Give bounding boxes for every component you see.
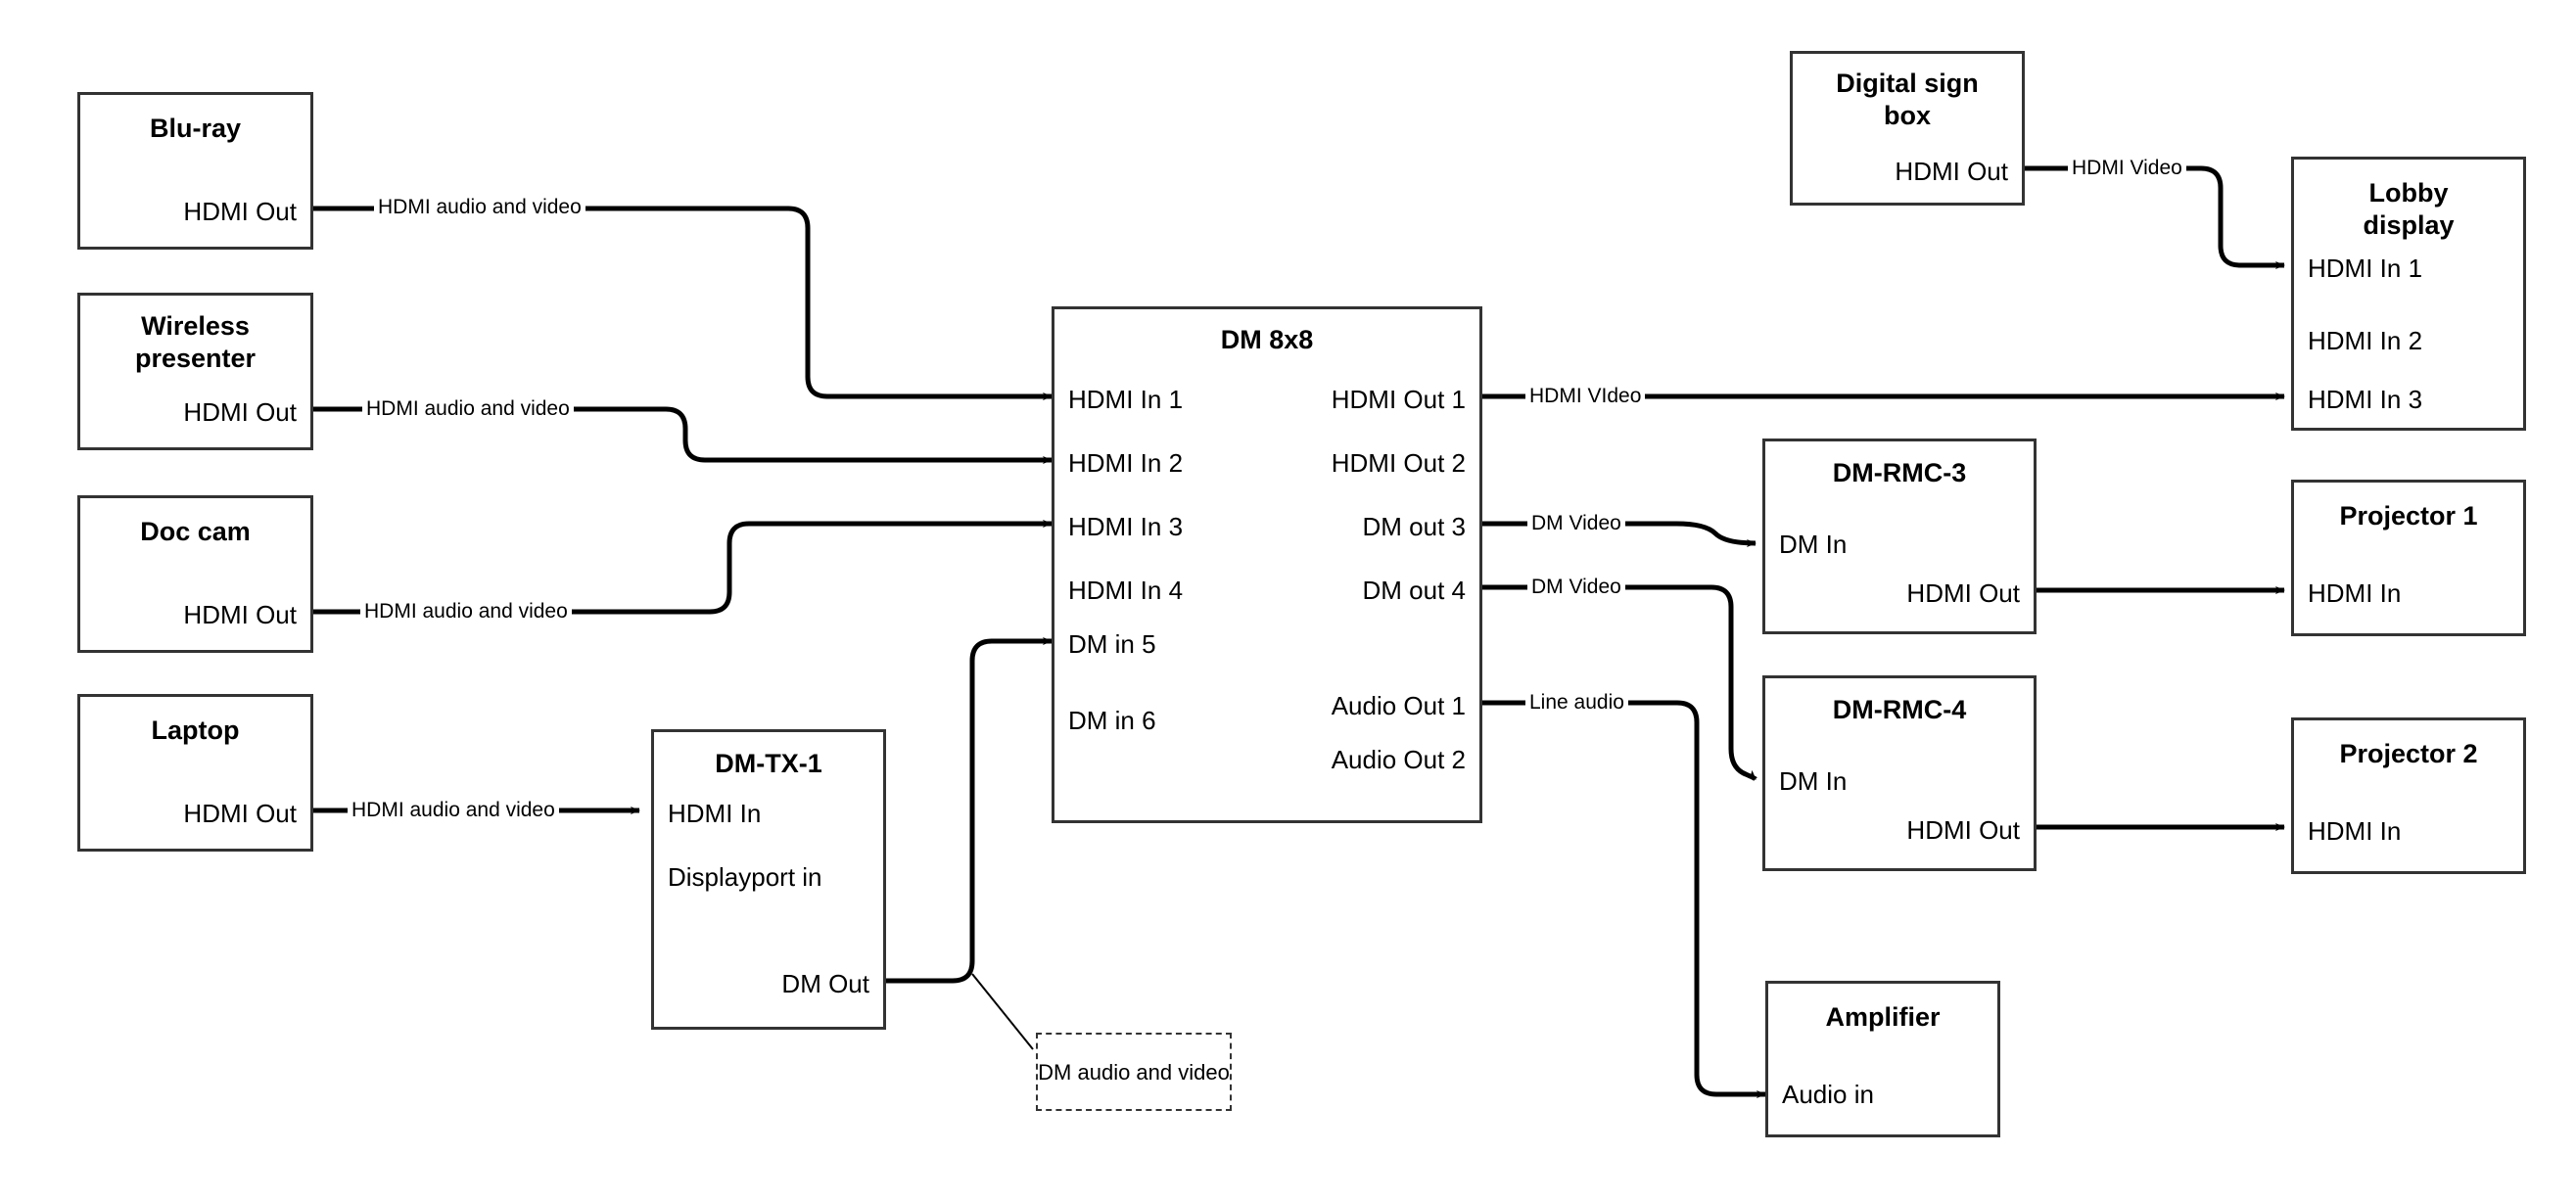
wire-label-hdmiout1-to-lobby: HDMI VIdeo xyxy=(1525,385,1646,408)
node-dm-8x8-output-dm-out-4: DM out 4 xyxy=(1362,576,1467,605)
node-dm-tx-1-port-hdmi-in: HDMI In xyxy=(668,799,762,828)
node-dm-rmc-3-port-hdmi-out: HDMI Out xyxy=(1906,578,2020,608)
wire-label-dmout4-to-rmc4: DM Video xyxy=(1527,576,1625,599)
wire-doccam-to-dm-in3 xyxy=(313,520,1053,615)
wire-label-bluray-to-dm-in1: HDMI audio and video xyxy=(374,196,585,219)
node-dm-tx-1-port-displayport-in: Displayport in xyxy=(668,862,822,892)
node-amplifier[interactable]: Amplifier Audio in xyxy=(1765,981,2000,1137)
node-dm-rmc-4[interactable]: DM-RMC-4 DM In HDMI Out xyxy=(1762,675,2037,871)
node-dm-rmc-3[interactable]: DM-RMC-3 DM In HDMI Out xyxy=(1762,439,2037,634)
node-dm-tx-1-port-dm-out: DM Out xyxy=(781,969,869,998)
node-dm-8x8-output-hdmi-out-1: HDMI Out 1 xyxy=(1331,385,1466,414)
node-bluray[interactable]: Blu-ray HDMI Out xyxy=(77,92,313,250)
wire-label-sign-to-lobby: HDMI Video xyxy=(2068,157,2186,180)
node-dm-rmc-4-port-hdmi-out: HDMI Out xyxy=(1906,815,2020,845)
node-dm-rmc-3-port-dm-in: DM In xyxy=(1779,530,1848,559)
node-lobby-display[interactable]: Lobby display HDMI In 1 HDMI In 2 HDMI I… xyxy=(2291,157,2526,431)
node-wireless-presenter[interactable]: Wireless presenter HDMI Out xyxy=(77,293,313,450)
node-dm-rmc-3-title: DM-RMC-3 xyxy=(1832,458,1967,487)
node-dm-8x8-input-dm-in-6: DM in 6 xyxy=(1068,706,1156,735)
node-bluray-port-hdmi-out: HDMI Out xyxy=(183,197,297,226)
node-lobby-display-title-line1: Lobby xyxy=(2368,178,2449,208)
node-lobby-display-title-line2: display xyxy=(2363,210,2455,240)
node-laptop-port-hdmi-out: HDMI Out xyxy=(183,799,297,828)
node-dm-8x8-title: DM 8x8 xyxy=(1220,325,1314,354)
node-wireless-presenter-title-line1: Wireless xyxy=(141,311,250,341)
node-dm-tx-1-title: DM-TX-1 xyxy=(715,749,822,778)
wire-sign-to-lobby-in1 xyxy=(2025,165,2285,269)
node-digital-sign-box-port-hdmi-out: HDMI Out xyxy=(1895,157,2008,186)
node-dm-8x8-input-hdmi-in-2: HDMI In 2 xyxy=(1068,448,1184,478)
node-projector-2-port-hdmi-in: HDMI In xyxy=(2308,816,2402,846)
node-dm-8x8-input-hdmi-in-1: HDMI In 1 xyxy=(1068,385,1184,414)
node-lobby-display-input-hdmi-in-1: HDMI In 1 xyxy=(2308,254,2423,283)
node-digital-sign-box-title-line2: box xyxy=(1883,101,1931,130)
wire-dmout4-to-rmc4 xyxy=(1481,584,1757,781)
node-projector-2-title: Projector 2 xyxy=(2339,739,2478,768)
node-projector-2[interactable]: Projector 2 HDMI In xyxy=(2291,717,2526,874)
node-doc-cam[interactable]: Doc cam HDMI Out xyxy=(77,495,313,653)
wire-label-audioout1-to-amplifier: Line audio xyxy=(1525,691,1628,715)
node-amplifier-title: Amplifier xyxy=(1825,1002,1941,1032)
node-dm-8x8-input-dm-in-5: DM in 5 xyxy=(1068,629,1156,659)
node-projector-1[interactable]: Projector 1 HDMI In xyxy=(2291,480,2526,636)
node-dm-rmc-4-port-dm-in: DM In xyxy=(1779,766,1848,796)
node-lobby-display-input-hdmi-in-2: HDMI In 2 xyxy=(2308,326,2423,355)
node-doc-cam-title: Doc cam xyxy=(140,517,251,546)
node-projector-1-port-hdmi-in: HDMI In xyxy=(2308,578,2402,608)
node-amplifier-port-audio-in: Audio in xyxy=(1782,1080,1874,1109)
wire-label-wireless-to-dm-in2: HDMI audio and video xyxy=(362,397,574,421)
node-dm-8x8-input-hdmi-in-3: HDMI In 3 xyxy=(1068,512,1184,541)
node-digital-sign-box[interactable]: Digital sign box HDMI Out xyxy=(1790,51,2025,206)
node-bluray-title: Blu-ray xyxy=(149,114,242,143)
wire-dmtx1-to-dm-in5 xyxy=(886,637,1053,984)
node-dm-8x8-input-hdmi-in-4: HDMI In 4 xyxy=(1068,576,1184,605)
callout-dm-audio-and-video: DM audio and video xyxy=(1036,1033,1232,1111)
wire-label-dmout3-to-rmc3: DM Video xyxy=(1527,512,1625,535)
node-projector-1-title: Projector 1 xyxy=(2339,501,2478,531)
node-dm-8x8-output-dm-out-3: DM out 3 xyxy=(1362,512,1467,541)
node-dm-rmc-4-title: DM-RMC-4 xyxy=(1832,695,1967,724)
wire-bluray-to-dm-in1 xyxy=(313,206,1053,400)
wire-label-doccam-to-dm-in3: HDMI audio and video xyxy=(360,600,572,624)
node-digital-sign-box-title-line1: Digital sign xyxy=(1836,69,1979,98)
wire-label-laptop-to-dmtx1: HDMI audio and video xyxy=(348,799,559,822)
node-laptop-title: Laptop xyxy=(151,716,240,745)
wire-callout-leader xyxy=(971,973,1034,1050)
node-dm-8x8-output-hdmi-out-2: HDMI Out 2 xyxy=(1331,448,1466,478)
node-dm-8x8[interactable]: DM 8x8 HDMI In 1 HDMI In 2 HDMI In 3 HDM… xyxy=(1052,306,1482,823)
node-dm-8x8-output-audio-out-2: Audio Out 2 xyxy=(1331,745,1466,774)
wire-audioout1-to-amplifier xyxy=(1481,700,1766,1098)
node-wireless-presenter-title-line2: presenter xyxy=(134,344,257,373)
node-dm-8x8-output-audio-out-1: Audio Out 1 xyxy=(1331,691,1466,720)
node-dm-tx-1[interactable]: DM-TX-1 HDMI In Displayport in DM Out xyxy=(651,729,886,1030)
node-doc-cam-port-hdmi-out: HDMI Out xyxy=(183,600,297,629)
node-wireless-presenter-port-hdmi-out: HDMI Out xyxy=(183,397,297,427)
node-lobby-display-input-hdmi-in-3: HDMI In 3 xyxy=(2308,385,2423,414)
node-laptop[interactable]: Laptop HDMI Out xyxy=(77,694,313,852)
